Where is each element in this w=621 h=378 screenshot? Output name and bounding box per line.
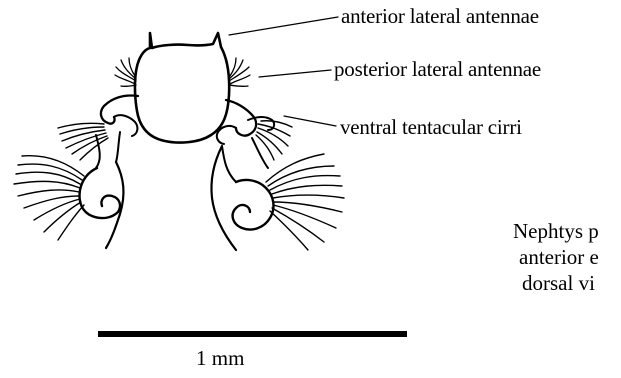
leader-posterior	[259, 70, 331, 77]
scale-bar	[98, 331, 407, 337]
caption-line-3: dorsal vi	[480, 270, 621, 296]
parapodium-right-1-lobe	[217, 126, 236, 144]
label-ventral-tentacular-cirri: ventral tentacular cirri	[340, 117, 522, 138]
chaetae-left-lower	[14, 156, 84, 240]
parapodium-right-2	[233, 180, 274, 230]
figure-caption: Nephtys p anterior e dorsal vi	[480, 218, 621, 296]
parapodium-left-1-lobe	[114, 115, 137, 136]
label-anterior-lateral-antennae: anterior lateral antennae	[341, 6, 539, 27]
label-posterior-lateral-antennae: posterior lateral antennae	[334, 59, 541, 80]
parapodium-right-2-stem	[211, 146, 236, 250]
parapodium-right-1-base	[222, 138, 268, 182]
chaetae-right-lower	[266, 154, 344, 250]
scale-bar-label: 1 mm	[196, 348, 244, 369]
ventral-cirrus-right	[248, 117, 274, 130]
posterior-antenna-left	[115, 58, 136, 86]
caption-line-2: anterior e	[480, 244, 621, 270]
leader-ventral	[284, 116, 336, 126]
parapodium-left-2	[80, 168, 121, 218]
caption-line-1: Nephtys p	[480, 218, 621, 244]
posterior-antenna-right	[229, 58, 250, 86]
leader-anterior	[229, 17, 338, 35]
prostomium	[135, 33, 229, 143]
